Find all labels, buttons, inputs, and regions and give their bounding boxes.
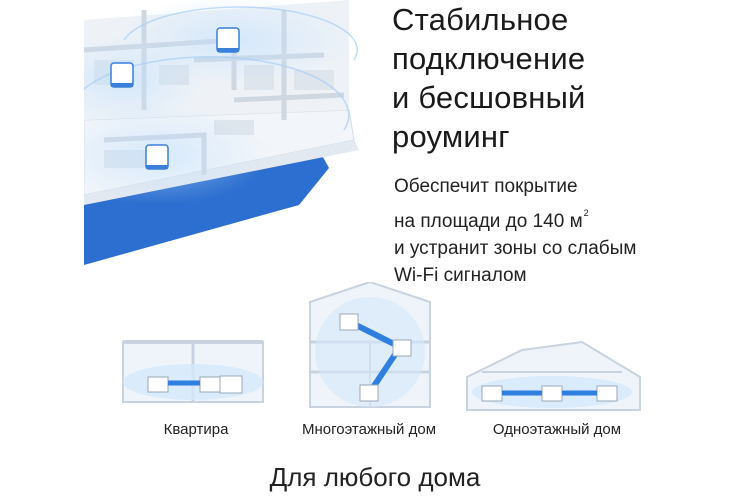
home-type-label: Квартира	[163, 421, 229, 438]
headline-line: роуминг	[392, 119, 510, 154]
description: Обеспечит покрытие на площади до 140 м2 …	[394, 173, 724, 289]
superscript: 2	[583, 208, 589, 218]
multistory-house-illustration	[309, 282, 431, 408]
description-line: и устранит зоны со слабым	[394, 238, 637, 259]
headline-line: Стабильное	[392, 2, 569, 37]
description-line: на площади до 140 м2	[394, 200, 724, 235]
home-type-label: Многоэтажный дом	[301, 421, 437, 438]
description-line: Wi-Fi сигналом	[394, 265, 527, 286]
headline: Стабильное подключение и бесшовный роуми…	[392, 0, 732, 156]
mesh-unit-icon	[216, 27, 240, 53]
mesh-unit-icon	[145, 144, 169, 170]
single-story-house-illustration	[466, 340, 641, 411]
home-type-label: Одноэтажный дом	[492, 421, 622, 438]
apartment-illustration	[122, 340, 264, 403]
headline-line: подключение	[392, 41, 586, 76]
description-text: на площади до 140 м	[394, 211, 583, 232]
headline-line: и бесшовный	[392, 80, 586, 115]
footer-caption: Для любого дома	[269, 462, 481, 492]
description-line: Обеспечит покрытие	[394, 176, 578, 197]
floor-plan-illustration	[84, 0, 359, 265]
mesh-unit-icon	[110, 62, 134, 88]
